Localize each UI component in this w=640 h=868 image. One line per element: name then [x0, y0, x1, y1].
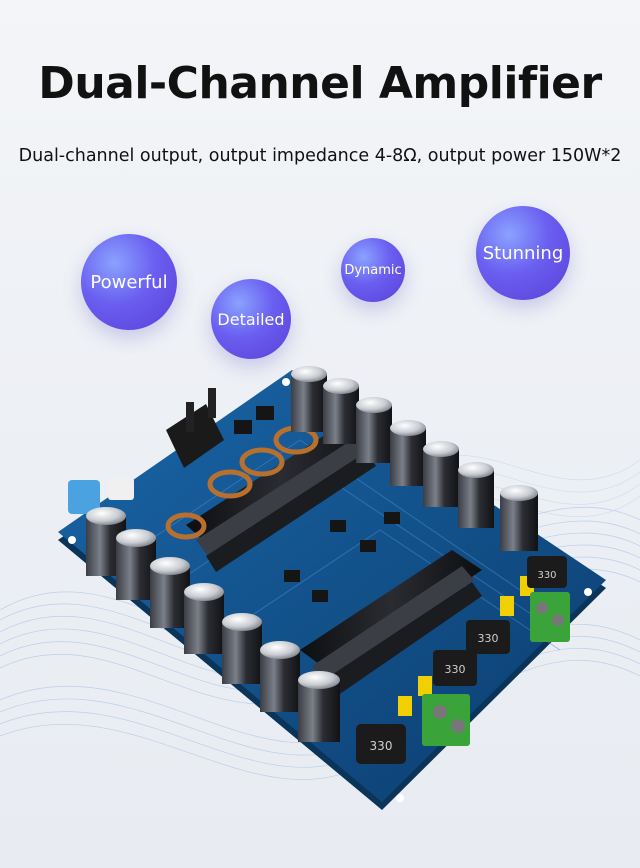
bubble-powerful-label: Powerful	[90, 271, 168, 293]
mounting-holes	[68, 378, 592, 802]
capacitors-front-row	[86, 507, 340, 742]
inductor-330-label: 330	[445, 663, 466, 676]
inductor-330-b: 330	[466, 620, 510, 654]
bubble-detailed: Detailed	[211, 279, 291, 359]
heatsink-right	[300, 550, 482, 698]
input-connector	[68, 480, 100, 514]
bubble-detailed-label: Detailed	[217, 309, 285, 329]
heatsink-left	[186, 420, 376, 572]
smd-chips	[234, 406, 400, 602]
inductor-330-label: 330	[478, 632, 499, 645]
inductor-330-c: 330	[433, 650, 477, 686]
page-subtitle: Dual-channel output, output impedance 4-…	[18, 146, 622, 166]
inductor-330-d: 330	[356, 724, 406, 764]
bubble-stunning: Stunning	[476, 206, 570, 300]
white-header	[108, 478, 134, 500]
inductor-330-label: 330	[537, 570, 556, 581]
inductor-330-a: 330	[527, 556, 567, 588]
speaker-terminals	[422, 592, 570, 746]
power-terminal-block	[166, 388, 224, 468]
bubble-powerful: Powerful	[81, 234, 177, 330]
bubble-dynamic: Dynamic	[341, 238, 405, 302]
inductor-330-label: 330	[370, 739, 393, 753]
bubble-stunning-label: Stunning	[482, 242, 564, 264]
page-title: Dual-Channel Amplifier	[38, 58, 602, 109]
bubble-dynamic-label: Dynamic	[344, 262, 402, 278]
capacitors-back-row	[291, 366, 538, 551]
